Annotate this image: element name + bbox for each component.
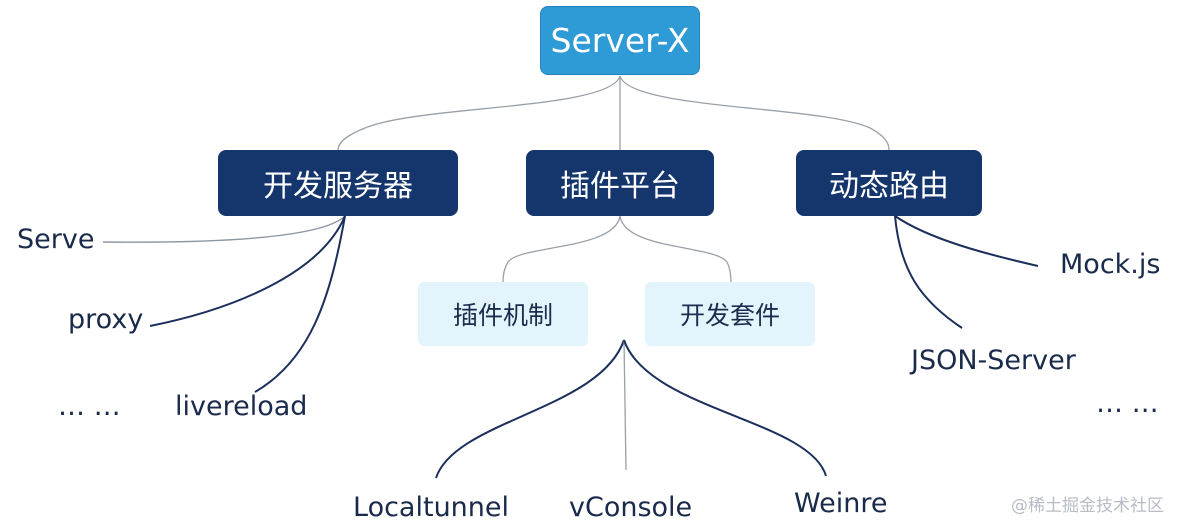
connector-devserver-proxy [149, 215, 346, 327]
node-plugin-platform: 插件平台 [526, 150, 714, 216]
leaf-serve: Serve [17, 224, 95, 255]
leaf-dev-server-more: … … [58, 391, 121, 422]
connector-kit-vconsole [623, 339, 627, 471]
watermark: @稀土掘金技术社区 [1011, 496, 1164, 516]
leaf-dynamic-route-more: … … [1096, 388, 1159, 419]
leaf-mockjs: Mock.js [1060, 249, 1161, 280]
connector-root-devserver [337, 75, 621, 151]
connector-kit-localtunnel [435, 339, 625, 479]
node-dynamic-route-label: 动态路由 [829, 169, 949, 204]
root-label: Server-X [550, 21, 690, 60]
connector-root-route [619, 75, 890, 151]
node-plugin-mechanism: 插件机制 [418, 282, 588, 346]
node-plugin-platform-label: 插件平台 [560, 169, 680, 204]
node-dev-kit: 开发套件 [645, 282, 815, 346]
connector-devserver-serve [102, 215, 346, 243]
leaf-vconsole: vConsole [569, 492, 693, 523]
connector-route-json [894, 215, 963, 329]
root-node: Server-X [540, 6, 700, 75]
connector-plugin-kit [619, 215, 732, 283]
node-dev-server: 开发服务器 [218, 150, 458, 216]
node-plugin-mechanism-label: 插件机制 [452, 301, 553, 330]
leaf-proxy: proxy [68, 304, 144, 335]
leaf-weinre: Weinre [794, 488, 888, 519]
leaf-localtunnel: Localtunnel [353, 492, 510, 523]
node-dev-kit-label: 开发套件 [679, 301, 780, 330]
node-dynamic-route: 动态路由 [796, 150, 982, 216]
connector-plugin-mech [502, 215, 621, 283]
leaf-json-server: JSON-Server [911, 345, 1076, 376]
leaf-livereload: livereload [175, 391, 308, 422]
connector-kit-weinre [623, 339, 827, 477]
connector-devserver-livereload [254, 215, 346, 393]
node-dev-server-label: 开发服务器 [263, 169, 413, 204]
connector-route-mock [894, 215, 1039, 267]
